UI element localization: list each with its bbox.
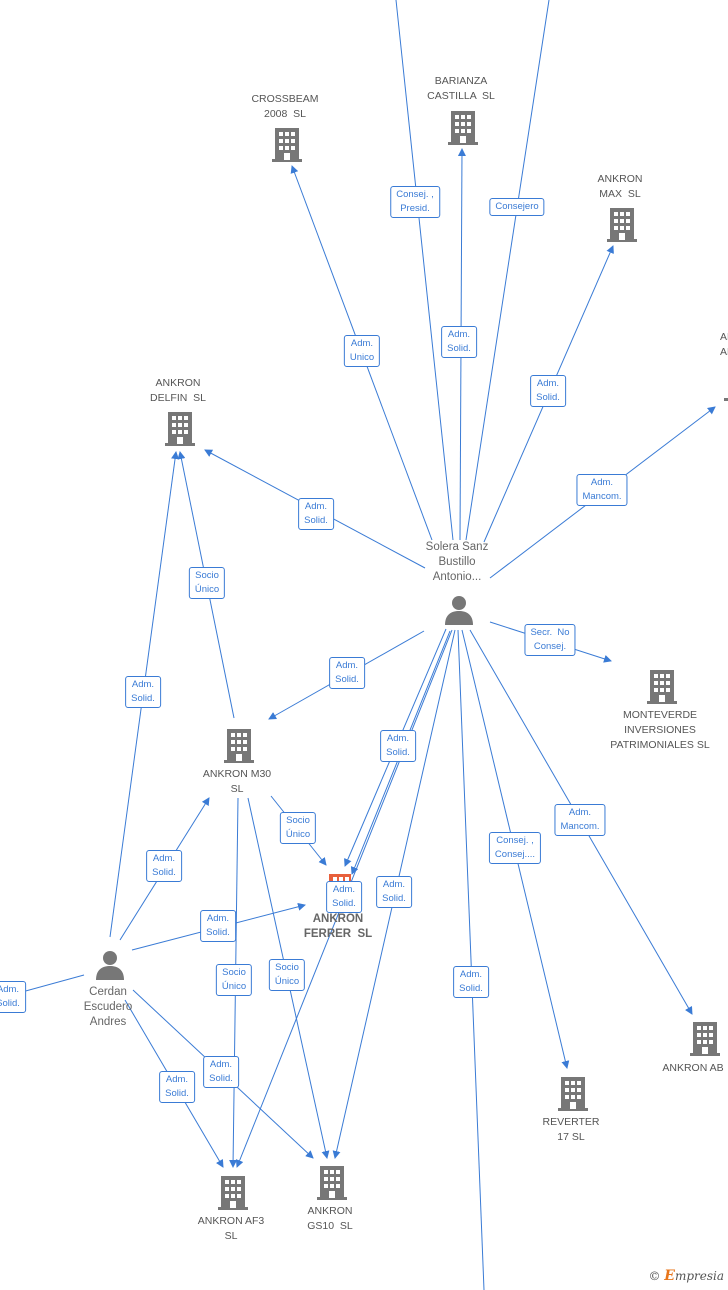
edge-offscreen-top-left (395, 0, 454, 541)
building-icon (690, 1022, 720, 1056)
edge-label[interactable]: Adm. Solid. (0, 981, 26, 1013)
edge-label[interactable]: Adm. Mancom. (576, 474, 628, 506)
company-name: ANKRON AF3 SL (197, 1215, 265, 1242)
edge-label[interactable]: Adm. Solid. (530, 375, 566, 407)
company-name: REVERTER 17 SL (542, 1116, 600, 1143)
edge-label[interactable]: Adm. Solid. (329, 657, 365, 689)
company-name: AN ANI (720, 331, 728, 358)
building-icon (558, 1077, 588, 1111)
building-icon (647, 670, 677, 704)
building-icon-partial (724, 398, 728, 401)
edge-solera-down (457, 629, 485, 1290)
person-name: Cerdan Escudero Andres (83, 986, 133, 1028)
edge-label[interactable]: Consej. , Presid. (390, 186, 440, 218)
edge-label[interactable]: Secr. No Consej. (524, 624, 576, 656)
edge-label[interactable]: Adm. Solid. (146, 850, 182, 882)
building-icon (165, 412, 195, 446)
edge-label[interactable]: Socio Único (188, 567, 226, 599)
edge-label[interactable]: Adm. Solid. (298, 498, 334, 530)
building-icon (607, 208, 637, 242)
edge-label[interactable]: Adm. Solid. (326, 881, 362, 913)
logo-text: mpresia (674, 1269, 724, 1283)
empresia-logo: © Empresia (648, 1268, 724, 1284)
edge-label[interactable]: Adm. Solid. (441, 326, 477, 358)
edge-label[interactable]: Socio Único (215, 964, 253, 996)
company-name: BARIANZA CASTILLA SL (427, 75, 495, 102)
edge-label[interactable]: Adm. Solid. (159, 1071, 195, 1103)
edge-offscreen-top-right (465, 0, 550, 541)
company-name: CROSSBEAM 2008 SL (251, 93, 319, 120)
copyright-symbol: © (648, 1269, 661, 1283)
company-name: ANKRON M30 SL (202, 768, 272, 795)
edge-label[interactable]: Adm. Solid. (376, 876, 412, 908)
company-name: ANKRON GS10 SL (307, 1205, 353, 1232)
edge-label[interactable]: Socio Único (268, 959, 306, 991)
building-icon (317, 1166, 347, 1200)
company-name: MONTEVERDE INVERSIONES PATRIMONIALES SL (610, 709, 710, 751)
company-name: ANKRON MAX SL (597, 173, 643, 200)
building-icon (218, 1176, 248, 1210)
building-icon (448, 111, 478, 145)
person-icon (96, 951, 124, 980)
edge-label[interactable]: Adm. Solid. (453, 966, 489, 998)
person-name: Solera Sanz Bustillo Antonio... (425, 541, 489, 583)
edge-label[interactable]: Socio Único (279, 812, 317, 844)
building-icon (224, 729, 254, 763)
edge-label[interactable]: Adm. Solid. (380, 730, 416, 762)
edge-label[interactable]: Adm. Solid. (200, 910, 236, 942)
edge-label[interactable]: Consejero (489, 198, 545, 216)
person-icon (445, 596, 473, 625)
company-name: ANKRON AB (662, 1062, 724, 1074)
company-name: ANKRON DELFIN SL (149, 377, 207, 404)
edge-label[interactable]: Adm. Solid. (125, 676, 161, 708)
logo-mark: E (664, 1268, 675, 1284)
edge-label[interactable]: Adm. Unico (343, 335, 381, 367)
edge-label[interactable]: Adm. Mancom. (554, 804, 606, 836)
building-icon (272, 128, 302, 162)
edge-label[interactable]: Adm. Solid. (203, 1056, 239, 1088)
edge-label[interactable]: Consej. , Consej.... (488, 832, 542, 864)
company-name: ANKRON FERRER SL (303, 913, 373, 940)
